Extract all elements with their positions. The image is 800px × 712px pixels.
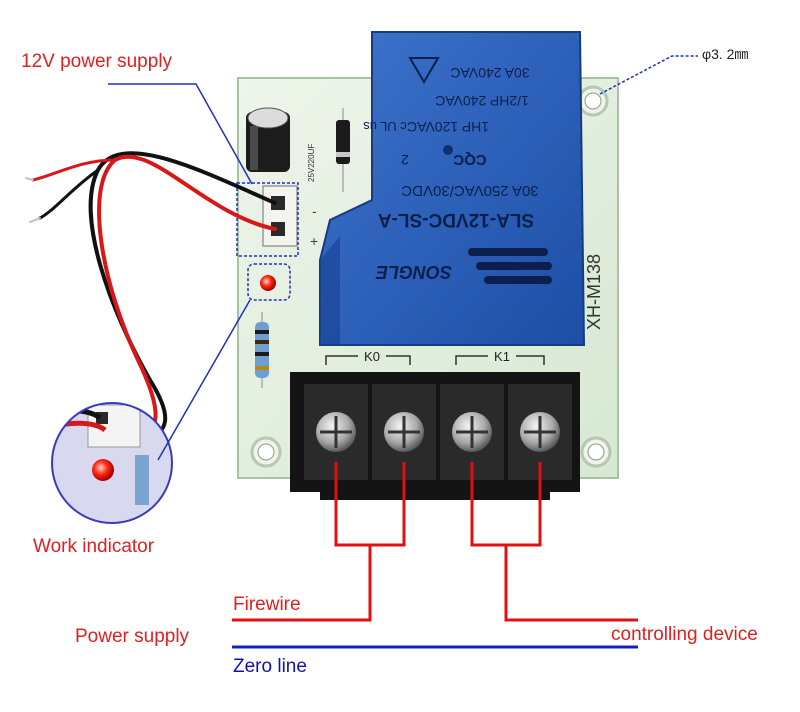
capacitor-label: 25V220UF <box>307 144 316 182</box>
relay-ul-mark: c UL us <box>363 119 407 134</box>
led-zoom-inset <box>51 402 173 524</box>
relay-markings: 30A 240VAC 1/2HP 240VAC 1HP 120VAC c UL … <box>363 65 539 282</box>
resistor <box>255 312 269 388</box>
relay-brand: SONGLE <box>375 262 452 282</box>
label-12v-power-supply: 12V power supply <box>21 51 173 72</box>
power-connector <box>262 185 298 247</box>
terminal-screw-4 <box>520 412 560 452</box>
led-indicator <box>260 275 276 291</box>
relay-rating-3: 1/2HP 240VAC <box>435 93 529 109</box>
led-callout-box <box>247 263 291 301</box>
leader-led <box>157 299 251 461</box>
leader-lines <box>108 55 698 461</box>
connector-callout-box <box>236 182 299 257</box>
label-work-indicator: Work indicator <box>33 536 155 557</box>
leader-hole <box>599 55 698 95</box>
firewire-line <box>232 545 372 622</box>
terminal-k0-label: K0 <box>364 349 380 364</box>
plus-mark: + <box>310 233 318 249</box>
terminal-screw-2 <box>384 412 424 452</box>
relay-pin-mark: 2 <box>401 152 409 168</box>
power-wires <box>25 151 277 442</box>
mounting-hole-bottom-left <box>250 436 282 468</box>
terminal-screw-3 <box>452 412 492 452</box>
relay-model: SLA-12VDC-SL-A <box>378 209 535 230</box>
relay-rating-2: 1HP 120VAC <box>407 119 489 135</box>
controlling-line <box>504 545 638 622</box>
mounting-hole-top-right <box>577 85 609 117</box>
minus-mark: - <box>312 203 317 219</box>
relay-rating-4: 30A 240VAC <box>450 65 529 81</box>
diode <box>336 108 350 192</box>
capacitor <box>246 107 290 172</box>
songle-logo-icon <box>468 248 552 284</box>
terminal-screw-1 <box>316 412 356 452</box>
relay-rating-1: 30A 250VAC/30VDC <box>401 182 538 199</box>
caution-triangle-icon <box>408 57 440 84</box>
leader-12v <box>108 83 253 185</box>
terminal-k1-label: K1 <box>494 349 510 364</box>
label-hole-size: φ3. 2㎜ <box>702 46 749 62</box>
mounting-hole-bottom-right <box>580 436 612 468</box>
red-connection-lines <box>232 462 638 622</box>
board-model: XH-M138 <box>584 254 604 330</box>
label-power-supply: Power supply <box>75 626 190 647</box>
label-controlling-device: controlling device <box>611 624 758 645</box>
label-zero-line: Zero line <box>233 656 307 677</box>
relay-cert-mark: CQC <box>453 151 487 168</box>
label-firewire: Firewire <box>233 594 301 615</box>
